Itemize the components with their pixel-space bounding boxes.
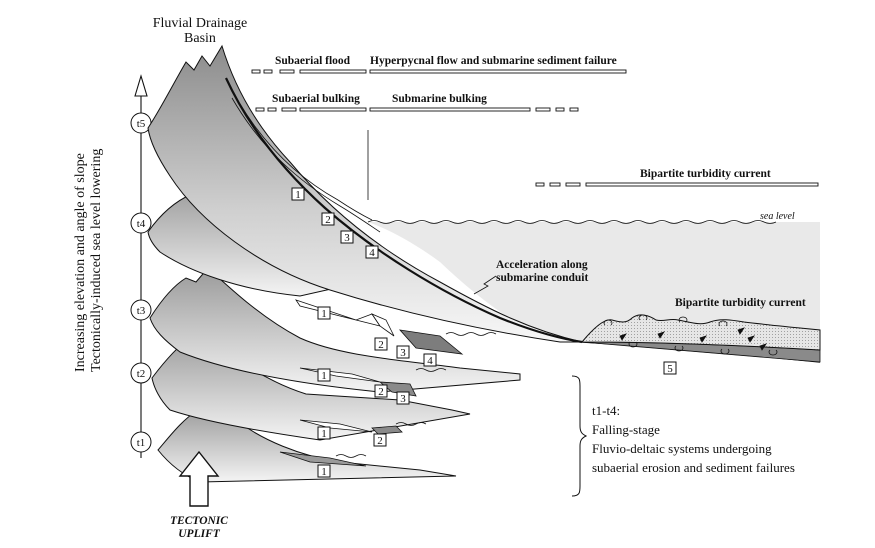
elevation-axis-arrow (134, 74, 148, 458)
stage-marker-t2: t2 (130, 362, 152, 384)
turbidity-current-body (580, 314, 821, 351)
failure-box-base-1: 1 (317, 464, 331, 478)
acceleration-label-2: submarine conduit (496, 272, 589, 284)
stage-label-t5: t5 (137, 118, 146, 130)
legend-line-2: Falling-stage (592, 422, 660, 437)
uplift-label-1: TECTONIC (170, 515, 228, 527)
sea-level-label: sea level (760, 211, 795, 222)
failure-box-t2-1: 1 (317, 368, 331, 382)
legend-line-1: t1-t4: (592, 403, 620, 418)
mountain-t5 (147, 44, 583, 343)
acceleration-label-1: Acceleration along (496, 259, 588, 271)
failure-box-t5-4: 4 (365, 245, 379, 259)
legend-line-3: Fluvio-deltaic systems undergoing (592, 441, 772, 456)
sea-level-line (367, 220, 777, 224)
stage-marker-t1: t1 (130, 431, 152, 453)
subaerial-flood-label: Subaerial flood (275, 55, 351, 67)
svg-text:2: 2 (378, 386, 384, 398)
side-axis-label-1: Increasing elevation and angle of slope (73, 153, 88, 372)
uplift-label-2: UPLIFT (178, 528, 221, 540)
bipartite-bar-row (535, 182, 819, 187)
failure-box-t3-2: 2 (374, 337, 388, 351)
tectonic-uplift-arrow (178, 450, 220, 507)
svg-text:3: 3 (400, 393, 406, 405)
svg-text:4: 4 (369, 247, 375, 259)
failure-box-t5-3: 3 (340, 230, 354, 244)
failure-box-t3-1: 1 (317, 306, 331, 320)
svg-text:1: 1 (321, 428, 327, 440)
stage-label-t4: t4 (137, 218, 146, 230)
stage-marker-t4: t4 (130, 212, 152, 234)
failure-box-t2-2: 2 (374, 384, 388, 398)
svg-text:5: 5 (667, 363, 673, 375)
failure-box-t5-2: 2 (321, 212, 335, 226)
svg-text:1: 1 (321, 466, 327, 478)
title-line-1: Fluvial Drainage (153, 16, 247, 31)
svg-text:2: 2 (325, 214, 331, 226)
hyperpycnal-label: Hyperpycnal flow and submarine sediment … (370, 55, 617, 67)
failure-box-t2-3: 3 (396, 391, 410, 405)
svg-text:2: 2 (377, 435, 383, 447)
bulking-bar-row (255, 107, 579, 112)
stage-label-t2: t2 (137, 368, 146, 380)
failure-box-t1-1: 1 (317, 426, 331, 440)
failure-box-t3-4: 4 (423, 353, 437, 367)
legend-brace (571, 375, 588, 497)
bipartite-current-label: Bipartite turbidity current (675, 297, 806, 309)
submarine-bulking-label: Submarine bulking (392, 93, 487, 105)
svg-text:2: 2 (378, 339, 384, 351)
bipartite-top-label: Bipartite turbidity current (640, 168, 771, 180)
stage-label-t3: t3 (137, 305, 146, 317)
svg-text:3: 3 (400, 347, 406, 359)
subaerial-bulking-label: Subaerial bulking (272, 93, 360, 105)
submarine-slope-line (225, 77, 583, 344)
failure-box-t3-3: 3 (396, 345, 410, 359)
svg-text:1: 1 (321, 308, 327, 320)
sea-water (368, 222, 820, 342)
svg-text:1: 1 (321, 370, 327, 382)
svg-text:1: 1 (295, 189, 301, 201)
stage-marker-t3: t3 (130, 299, 152, 321)
flood-bar-row (251, 69, 627, 74)
current-eddies (603, 314, 778, 356)
side-axis-label-2: Tectonically-induced sea level lowering (89, 149, 104, 372)
stage-label-t1: t1 (137, 437, 146, 449)
svg-text:3: 3 (344, 232, 350, 244)
failure-box-t5-1: 1 (291, 187, 305, 201)
legend-line-4: subaerial erosion and sediment failures (592, 460, 795, 475)
title-line-2: Basin (184, 31, 216, 46)
failure-box-t1-2: 2 (373, 433, 387, 447)
svg-text:4: 4 (427, 355, 433, 367)
deposit-box-5: 5 (663, 361, 677, 375)
